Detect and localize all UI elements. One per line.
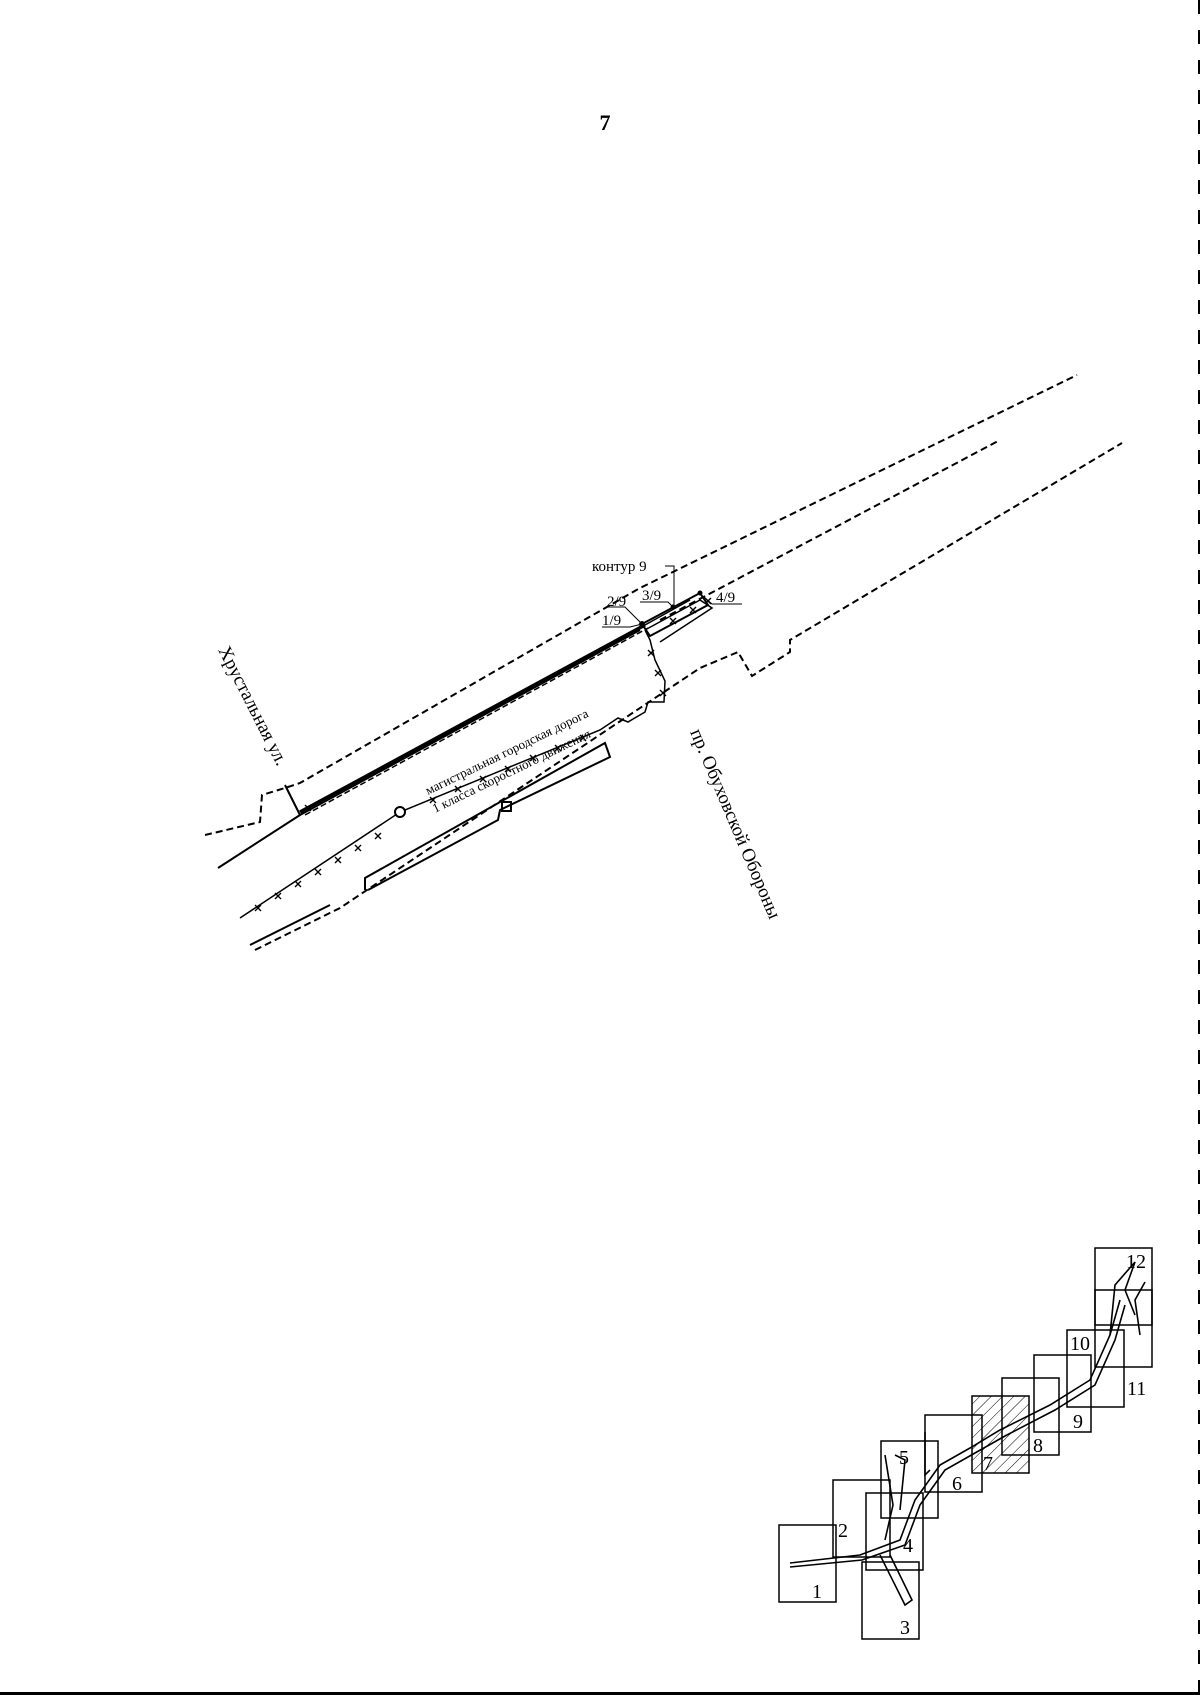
sheet-number-10: 10	[1070, 1333, 1090, 1355]
point-label-3-9: 3/9	[642, 588, 661, 604]
sheet-4	[865, 1492, 924, 1571]
sheet-9	[1033, 1354, 1092, 1433]
sheet-number-6: 6	[952, 1473, 962, 1495]
point-label-2-9: 2/9	[607, 594, 626, 610]
sheet-12	[1094, 1247, 1153, 1326]
bottom-margin-line	[0, 1692, 1200, 1695]
sheet-number-4: 4	[903, 1535, 913, 1557]
contour-label: контур 9	[592, 559, 647, 575]
sheet-number-12: 12	[1126, 1251, 1146, 1273]
sheet-number-3: 3	[900, 1617, 910, 1639]
sheet-number-2: 2	[838, 1520, 848, 1542]
point-label-4-9: 4/9	[716, 590, 735, 606]
fence-line	[239, 597, 714, 919]
sheet-number-8: 8	[1033, 1435, 1043, 1457]
right-margin-line	[1198, 0, 1200, 1695]
leader-lines	[602, 565, 742, 628]
contour-9-outline	[640, 591, 710, 638]
sheet-number-7: 7	[983, 1453, 993, 1475]
highway-edge	[299, 623, 649, 816]
sheet-number-5: 5	[899, 1447, 909, 1469]
well-icon	[394, 806, 406, 818]
point-label-1-9: 1/9	[602, 613, 621, 629]
sheet-11	[1094, 1289, 1153, 1368]
page-number: 7	[599, 110, 611, 135]
sheet-1	[778, 1524, 837, 1603]
sheet-number-11: 11	[1127, 1378, 1146, 1400]
sheet-number-9: 9	[1073, 1411, 1083, 1433]
sheet-number-1: 1	[812, 1581, 822, 1603]
route-sketch	[789, 1261, 1146, 1607]
sheet-8	[1001, 1377, 1060, 1456]
sheet-3	[861, 1561, 920, 1640]
sheet-frames	[778, 1247, 1153, 1640]
building-marker	[501, 801, 512, 812]
sheet-numbers: 1 2 3 4 5 6 7 8 9 10 11 12	[812, 1251, 1146, 1639]
street-lines	[217, 629, 641, 946]
sheet-7	[971, 1395, 1030, 1474]
corridor-boundary	[204, 374, 1123, 951]
